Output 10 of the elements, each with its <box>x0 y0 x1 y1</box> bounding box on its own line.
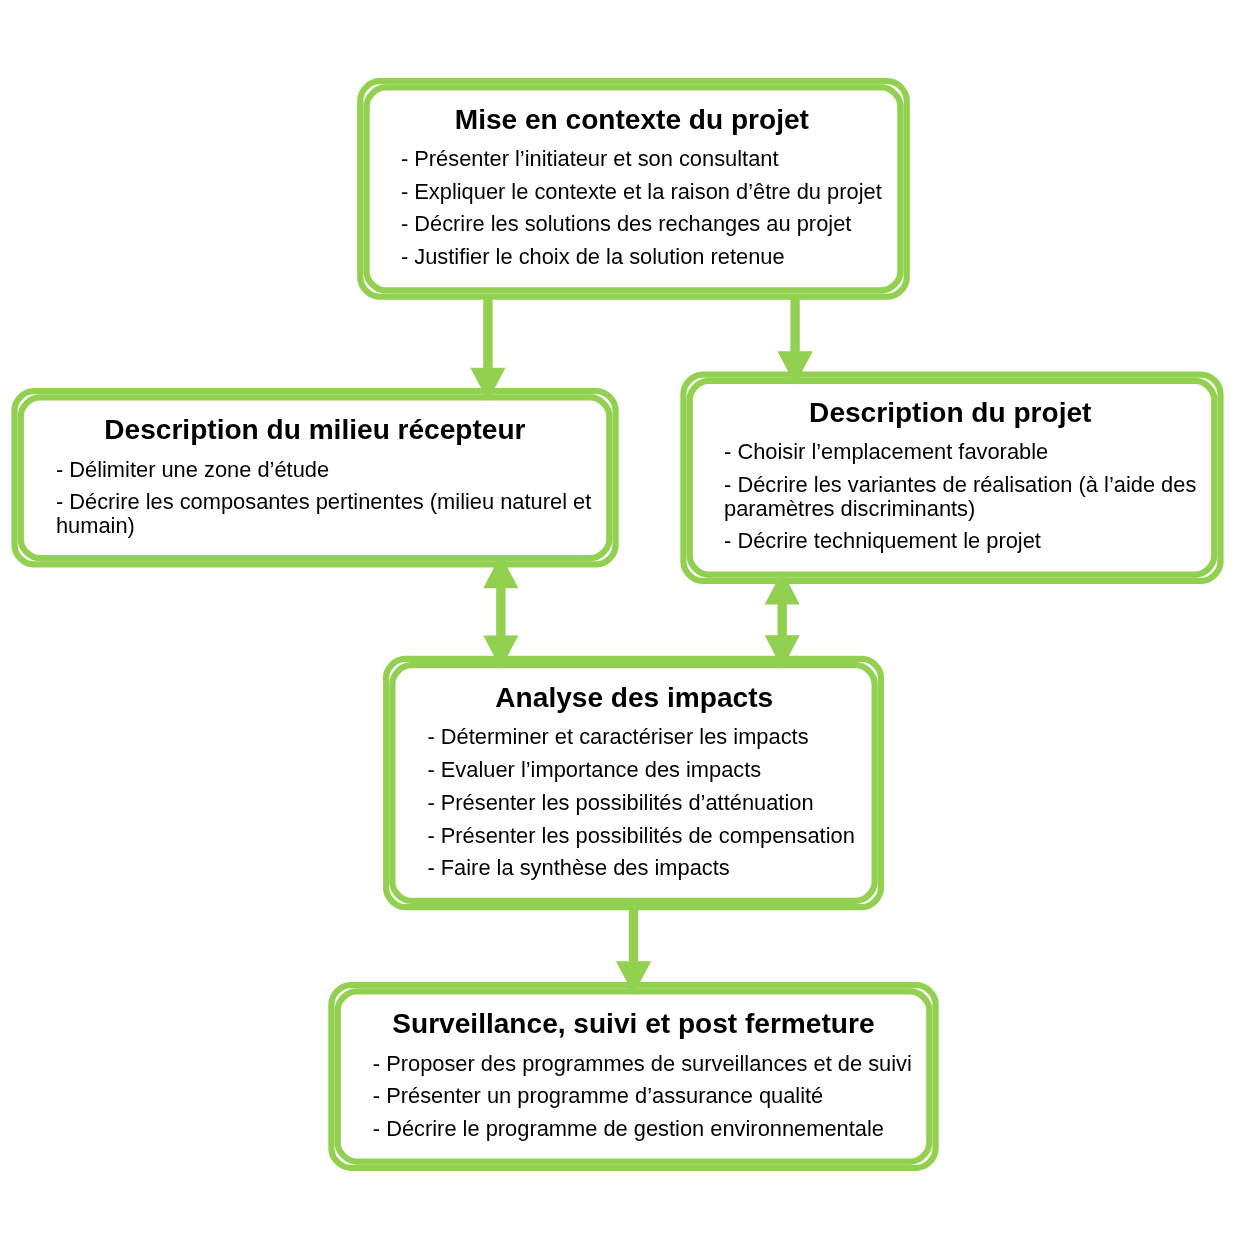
node-box: Mise en contexte du projet - Présenter l’initiateur et son consultant - Expliquer le contexte et la raison d’être du projet - Décrire les solutions des rechanges au projet - Justifier le choix de la solution retenue <box>357 78 910 300</box>
node-box: Analyse des impacts - Déterminer et caractériser les impacts - Evaluer l’importance des impacts - Présenter les possibilités d’atténuation - Présenter les possibilités de compensation - Faire la synthèse des impacts <box>382 655 885 911</box>
node-box: Description du milieu récepteur - Délimiter une zone d’étude - Décrire les composantes pertinentes (milieu naturel et humain) <box>11 388 619 568</box>
arrow <box>615 907 652 995</box>
node-box: Description du projet - Choisir l’emplacement favorable - Décrire les variantes de réalisation (à l’aide des paramètres discriminants) - Décrire techniquement le projet <box>680 371 1224 584</box>
node-box: Surveillance, suivi et post fermeture - Proposer des programmes de surveillances et de suivi - Présenter un programme d’assurance qualité - Décrire le programme de gestion environnementale <box>328 982 939 1171</box>
arrow <box>777 296 813 385</box>
arrow <box>470 296 506 402</box>
arrow <box>764 571 800 669</box>
arrow <box>483 554 519 669</box>
